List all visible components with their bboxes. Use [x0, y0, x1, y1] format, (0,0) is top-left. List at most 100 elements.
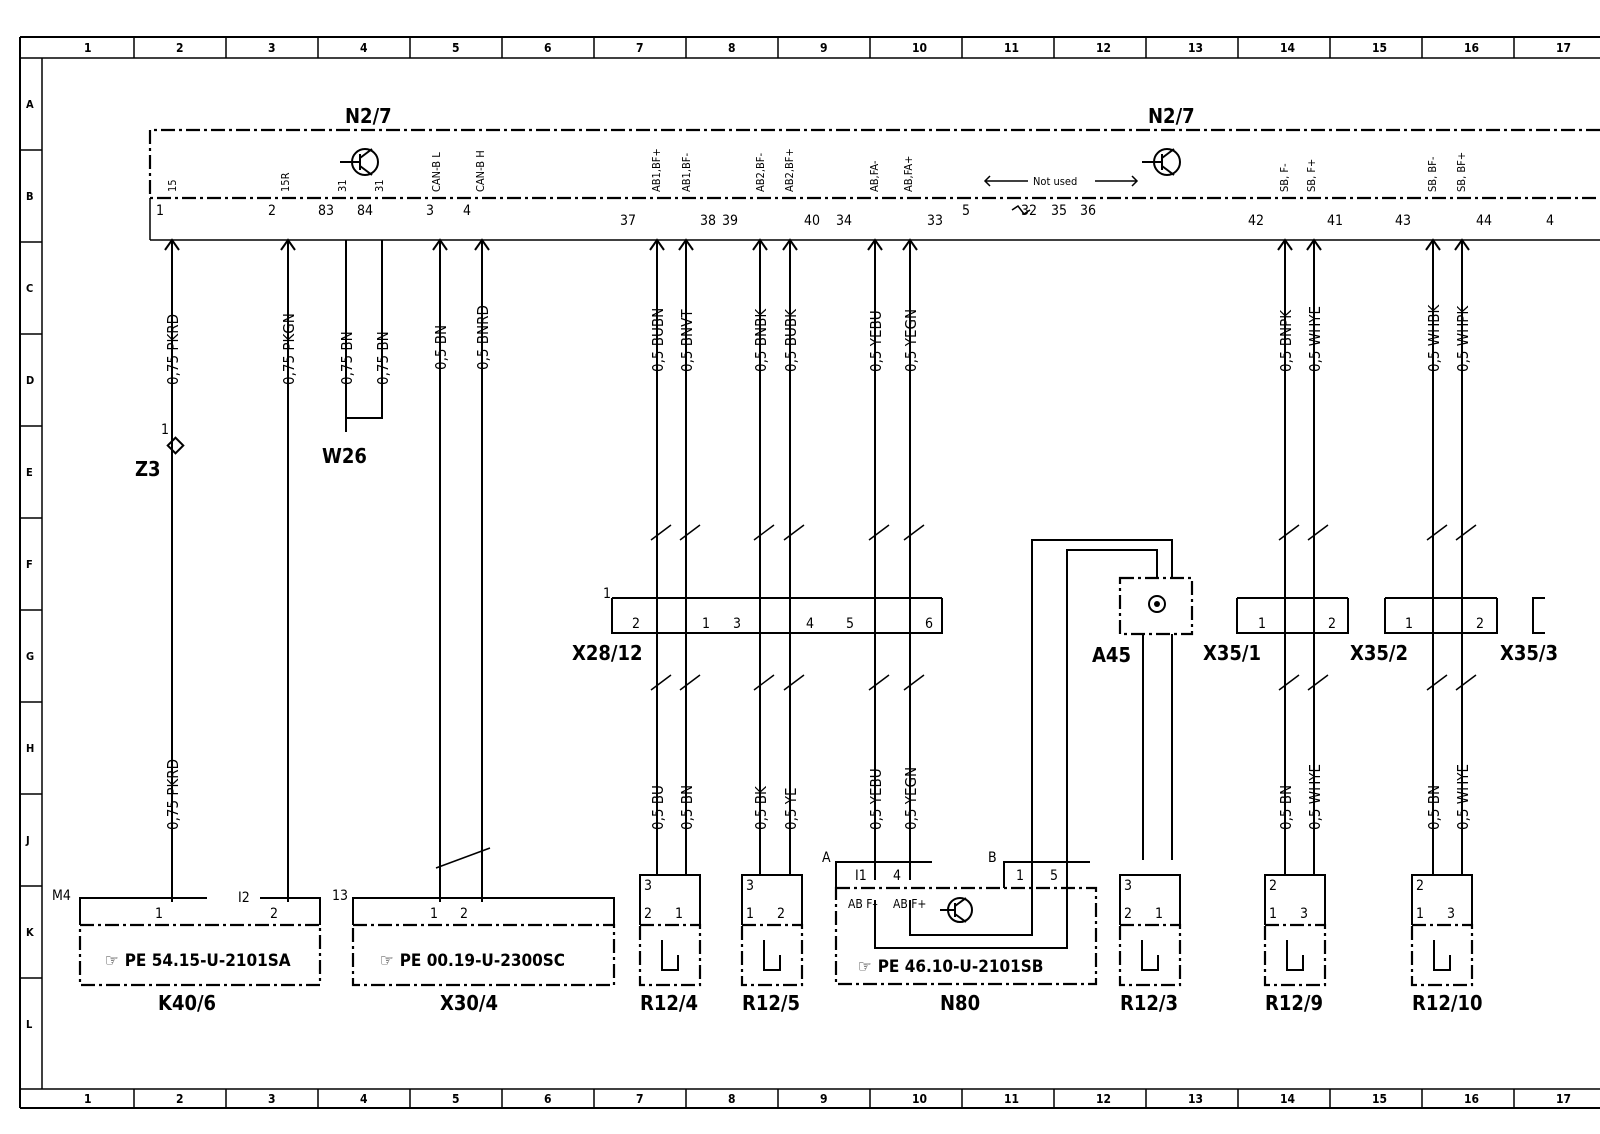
x30-4-component: ☞PE 00.19-U-2300SC X30/4 13 1 2 — [332, 888, 616, 1015]
n2-7-pin: 37 — [620, 213, 636, 229]
n2-7-signal: CAN-B H — [474, 150, 487, 192]
sensor-pin: 3 — [1447, 906, 1455, 922]
grid-col-top: 12 — [1096, 41, 1111, 55]
n2-7-pin: 34 — [836, 213, 852, 229]
sensor-pin: 1 — [746, 906, 754, 922]
wire-arrow-icon — [1454, 238, 1470, 251]
wire-label-top: 0,5 WHBK — [1425, 304, 1443, 372]
sensor-pin: 3 — [746, 878, 754, 894]
x28-12-pin: 4 — [806, 616, 814, 632]
grid-col-top: 9 — [820, 41, 828, 55]
x28-12-connector: X28/12 1 — [572, 586, 943, 665]
n2-7-pin: 3 — [426, 203, 434, 219]
sensor-pin: 3 — [644, 878, 652, 894]
grid-row-label: G — [26, 650, 34, 663]
n2-7-signal: 15R — [279, 172, 292, 192]
n2-7-pin: 40 — [804, 213, 820, 229]
wire-label-bottom: 0,5 BN — [1277, 785, 1295, 830]
svg-text:2: 2 — [270, 906, 278, 922]
x30-4-label: X30/4 — [440, 991, 498, 1015]
x35-pin: 1 — [1405, 616, 1413, 632]
wire-arrow-icon — [432, 238, 448, 251]
wire-arrow-icon — [782, 238, 798, 251]
x28-12-pin: 5 — [846, 616, 854, 632]
wire-arrow-icon — [164, 238, 180, 251]
transistor-icon — [940, 897, 973, 923]
sensor-pin: 1 — [1416, 906, 1424, 922]
wire-label-top: 0,75 PKRD — [164, 314, 182, 385]
not-used-label: Not used — [1033, 175, 1077, 188]
grid-col-bottom: 11 — [1004, 1092, 1019, 1106]
n2-7-pin: 2 — [268, 203, 276, 219]
svg-text:M4: M4 — [52, 888, 71, 904]
n2-7-signal: SB, BF+ — [1455, 152, 1468, 192]
grid-col-top: 5 — [452, 41, 460, 55]
grid-col-top: 1 — [84, 41, 92, 55]
grid-col-bottom: 6 — [544, 1092, 552, 1106]
grid-col-bottom: 3 — [268, 1092, 276, 1106]
wires — [164, 238, 1477, 902]
grid-row-label: J — [25, 834, 30, 847]
wire-label-bottom: 0,5 BN — [678, 785, 696, 830]
n2-7-signal: AB,FA+ — [902, 156, 915, 192]
wire-label-bottom: 0,5 WHYE — [1454, 764, 1472, 830]
wire-label-bottom: 0,5 YE — [782, 787, 800, 830]
sensor-label: R12/10 — [1412, 991, 1483, 1015]
n2-7-pin: 4 — [1546, 213, 1554, 229]
wire-label-top: 0,5 BUBK — [782, 308, 800, 372]
svg-text:5: 5 — [1050, 868, 1058, 884]
wire-arrow-icon — [280, 238, 296, 251]
wire-label-top: 0,5 WHYE — [1306, 306, 1324, 372]
grid-col-top: 14 — [1280, 41, 1296, 55]
x35-pin: 2 — [1328, 616, 1336, 632]
n2-7-signal: AB2,BF- — [754, 153, 767, 192]
wire-arrow-icon — [867, 238, 883, 251]
w26-ground: W26 — [322, 245, 383, 468]
svg-text:2: 2 — [460, 906, 468, 922]
n80-label: N80 — [940, 991, 980, 1015]
z3-pin: 1 — [161, 422, 169, 438]
x28-12-label: X28/12 — [572, 641, 643, 665]
n2-7-pin: 33 — [927, 213, 943, 229]
n2-7-signal: AB1,BF+ — [650, 148, 663, 192]
n2-7-pin: 5 — [962, 203, 970, 219]
x28-12-pin: 1 — [603, 586, 611, 602]
grid-col-bottom: 1 — [84, 1092, 92, 1106]
grid-col-top: 7 — [636, 41, 644, 55]
grid-col-top: 3 — [268, 41, 276, 55]
x35-2-connector: X35/2 — [1350, 597, 1498, 665]
grid-col-bottom: 10 — [912, 1092, 927, 1106]
grid-col-top: 2 — [176, 41, 184, 55]
wire-label-top: 0,5 BNPK — [1277, 309, 1295, 372]
wire-label-bottom: 0,5 YEGN — [902, 767, 920, 830]
svg-text:I1: I1 — [855, 868, 867, 884]
n2-7-signal: 15 — [166, 179, 179, 192]
grid-col-top: 10 — [912, 41, 927, 55]
sensor-pin: 1 — [1155, 906, 1163, 922]
grid-col-bottom: 17 — [1556, 1092, 1571, 1106]
sensor-label: R12/5 — [742, 991, 800, 1015]
n2-7-signal: AB,FA- — [868, 160, 881, 192]
svg-text:A: A — [822, 850, 831, 866]
svg-text:13: 13 — [332, 888, 348, 904]
sensor-pin: 1 — [675, 906, 683, 922]
grid-col-top: 8 — [728, 41, 736, 55]
grid-col-top: 4 — [360, 41, 368, 55]
n2-7-pin: 1 — [156, 203, 164, 219]
grid-col-top: 11 — [1004, 41, 1019, 55]
svg-text:I2: I2 — [238, 890, 250, 906]
grid-row-label: L — [26, 1018, 33, 1031]
x35-1-connector: X35/1 — [1203, 597, 1349, 665]
wire-arrow-icon — [752, 238, 768, 251]
grid-row-label: E — [26, 466, 33, 479]
